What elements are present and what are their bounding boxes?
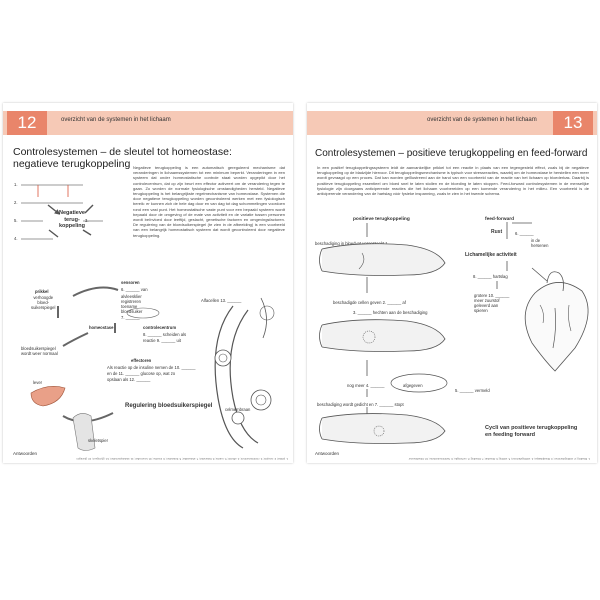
right-body-text: In een positief terugkoppelingssysteem l… [317, 165, 589, 205]
loop-center-label: Negatieve terug- koppeling [58, 210, 86, 230]
positive-feedback-diagram [307, 213, 597, 453]
right-page-number: 13 [553, 111, 593, 135]
celmembraan-label: celmembraan [225, 407, 250, 412]
left-header-text: overzicht van de systemen in het lichaam [61, 117, 171, 123]
left-answers-text: 1. prikkel; 2. receptor; 3. controlecent… [13, 457, 288, 460]
right-header-text: overzicht van de systemen in het lichaam [427, 117, 537, 123]
left-page-number: 12 [7, 111, 47, 135]
right-answers-label: Antwoorden [315, 451, 339, 456]
loop-num-1: 1. [14, 182, 18, 187]
loop-num-5: 5. [14, 218, 18, 223]
left-body-text: Negatieve terugkoppeling is een automati… [133, 165, 285, 285]
right-figure-caption: Cycli van positieve terugkoppeling en fe… [485, 425, 577, 439]
left-figure-caption: Regulering bloedsuikerspiegel [125, 403, 212, 411]
right-answers-text: 1. bloeding; 2. stollingsfactoren; 3. bl… [315, 457, 590, 460]
left-page: 12 overzicht van de systemen in het lich… [3, 103, 293, 463]
right-page: 13 overzicht van de systemen in het lich… [307, 103, 597, 463]
left-title-line1: Controlesystemen – de sleutel tot homeos… [13, 146, 232, 158]
blood-sugar-diagram [3, 278, 293, 458]
loop-center-line1: Negatieve [58, 210, 86, 217]
left-answers-label: Antwoorden [13, 451, 37, 456]
loop-center-line3: koppeling [58, 223, 86, 230]
lever-label: lever [33, 380, 42, 385]
loop-num-2: 2. [14, 200, 18, 205]
left-title-line2: negatieve terugkoppeling [13, 158, 130, 170]
loop-num-4: 4. [14, 236, 18, 241]
skeletspier-label: skeletspier [88, 438, 108, 443]
right-title: Controlesystemen – positieve terugkoppel… [315, 148, 587, 160]
